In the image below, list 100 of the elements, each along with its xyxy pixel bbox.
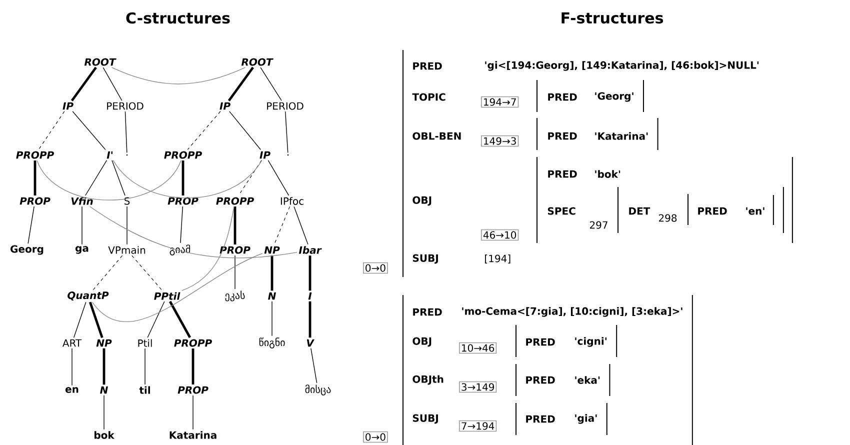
index-number: 297 xyxy=(590,221,608,229)
attribute-label: 'cigni' xyxy=(575,337,606,347)
correspondence-curve xyxy=(90,206,298,258)
attribute-label: OBL-BEN xyxy=(412,132,461,140)
tree-node-label: PROPP xyxy=(164,151,202,159)
tree-branch xyxy=(132,255,163,291)
tree-branch xyxy=(180,206,184,244)
tree-node-label: PPtil xyxy=(154,292,180,300)
tree-branch xyxy=(92,255,123,290)
tree-branch xyxy=(144,348,146,385)
attribute-label: PRED xyxy=(413,308,442,316)
tree-branch xyxy=(187,111,221,150)
tree-node-label: PROP xyxy=(220,246,250,254)
attribute-label: OBJ xyxy=(412,196,432,206)
index-box: 0→0 xyxy=(363,262,388,274)
tree-branch xyxy=(112,160,126,196)
attribute-label: 'Katarina' xyxy=(595,132,648,140)
tree-node-label: ART xyxy=(62,339,82,347)
tree-node-label: . xyxy=(287,154,289,156)
tree-branch xyxy=(294,206,308,245)
attribute-label: OBJth xyxy=(412,375,444,385)
tree-node-label: ROOT xyxy=(84,58,116,66)
tree-node-label: ROOT xyxy=(241,58,274,66)
tree-branch xyxy=(88,302,104,338)
tree-branch xyxy=(169,300,192,338)
tree-branch xyxy=(182,160,184,196)
index-box: 10→46 xyxy=(459,342,497,354)
tree-node-label: PROP xyxy=(178,386,208,394)
tree-node-label: წიგნი xyxy=(259,338,285,348)
correspondence-curve xyxy=(182,206,234,291)
attribute-label: PRED xyxy=(698,207,727,215)
tree-branch xyxy=(268,160,290,196)
tree-branch xyxy=(28,206,34,244)
tree-branch xyxy=(102,67,122,101)
attribute-label: PRED xyxy=(526,338,555,346)
tree-node-label: ეკას xyxy=(225,290,245,302)
tree-node-label: PROP xyxy=(20,197,50,205)
tree-branch xyxy=(147,301,165,338)
tree-node-label: PROP xyxy=(168,197,198,205)
attribute-label: DET xyxy=(629,207,650,215)
tree-node-label: IP xyxy=(220,102,230,110)
index-box: 46→10 xyxy=(481,229,519,241)
tree-branch xyxy=(85,160,108,196)
tree-branch xyxy=(228,66,254,102)
tree-node-label: Katarina xyxy=(170,431,216,439)
tree-node-label: S xyxy=(124,197,130,205)
attribute-label: PRED xyxy=(526,415,555,423)
tree-node-label: I xyxy=(308,292,312,300)
tree-branch xyxy=(234,255,236,290)
tree-node-label: V xyxy=(306,339,315,347)
tree-node-label: PROPP xyxy=(216,197,254,205)
tree-branch xyxy=(260,67,282,101)
tree-node-label: Ptil xyxy=(138,339,152,347)
tree-branch xyxy=(73,302,86,338)
index-number: [194] xyxy=(485,254,510,264)
tree-node-label: ga xyxy=(76,246,88,254)
tree-branch xyxy=(126,206,128,245)
tree-node-label: Vfin xyxy=(71,197,93,205)
tree-branch xyxy=(308,301,312,338)
tree-branch xyxy=(229,111,261,150)
tree-node-label: IP xyxy=(260,151,270,159)
tree-branch xyxy=(238,160,262,196)
attribute-label: SUBJ xyxy=(412,254,438,264)
attribute-label: PRED xyxy=(548,170,577,178)
attribute-label: PRED xyxy=(548,132,577,140)
tree-branch xyxy=(38,111,65,150)
tree-branch xyxy=(308,256,312,291)
attribute-label: TOPIC xyxy=(412,93,446,101)
index-number: 298 xyxy=(658,214,677,222)
attribute-label: 'Georg' xyxy=(595,92,634,102)
attribute-label: PRED xyxy=(526,376,555,384)
tree-node-label: N xyxy=(100,386,108,394)
heading: C-structures xyxy=(126,12,230,24)
tree-node-label: PROPP xyxy=(174,339,212,347)
attribute-label: 'mo-Cema<[7:gia], [10:cigni], [3:eka]>' xyxy=(462,307,682,317)
tree-node-label: QuantP xyxy=(68,292,109,300)
tree-node-label: . xyxy=(126,154,128,156)
attribute-label: OBJ xyxy=(412,337,432,347)
tree-branch xyxy=(310,348,318,384)
tree-node-label: NP xyxy=(96,339,112,347)
tree-branch xyxy=(274,206,290,245)
tree-branch xyxy=(284,111,288,154)
index-box: 0→0 xyxy=(363,431,388,443)
tree-node-label: N xyxy=(268,292,276,300)
attribute-label: 'gi<[194:Georg], [149:Katarina], [46:bok]>NULL' xyxy=(485,61,759,71)
attribute-label: PRED xyxy=(548,93,577,101)
tree-node-label: IPfoc xyxy=(280,197,304,205)
correspondence-curve xyxy=(111,67,246,84)
index-box: 149→3 xyxy=(481,135,519,147)
tree-branch xyxy=(124,111,128,154)
index-box: 7→194 xyxy=(459,420,497,432)
tree-branch xyxy=(192,348,194,385)
index-box: 194→7 xyxy=(481,96,519,108)
heading: F-structures xyxy=(562,12,664,24)
attribute-label: SUBJ xyxy=(412,414,438,424)
tree-branch xyxy=(234,206,236,245)
tree-node-label: VPmain xyxy=(108,246,146,254)
tree-branch xyxy=(192,395,194,430)
index-box: 3→149 xyxy=(459,381,497,393)
correspondence-curve xyxy=(36,160,182,200)
